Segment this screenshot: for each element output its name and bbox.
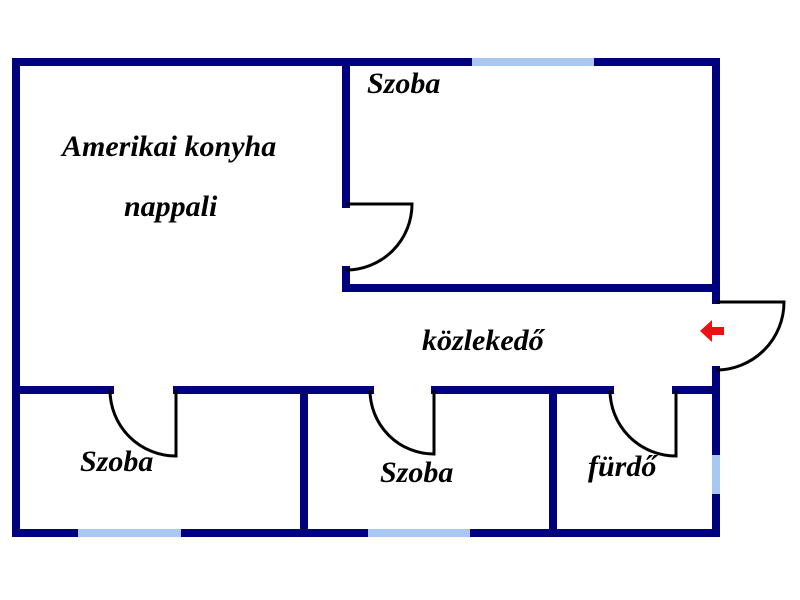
door-top-room: [345, 202, 414, 272]
windows: [78, 58, 720, 537]
arrow-left-icon: [700, 320, 724, 342]
door-bottom-middle-room: [368, 389, 436, 456]
door-entrance: [715, 300, 786, 372]
room-label-bottom-middle: Szoba: [380, 456, 453, 489]
room-label-hallway: közlekedő: [422, 324, 546, 357]
room-label-living-line1: Amerikai konyha: [60, 130, 276, 163]
room-label-top-right: Szoba: [367, 67, 440, 100]
door-bathroom: [608, 389, 678, 458]
room-label-living-line2: nappali: [124, 190, 218, 223]
walls: [12, 58, 720, 537]
room-label-bathroom: fürdő: [588, 450, 658, 483]
door-bottom-left-room: [108, 389, 178, 458]
room-label-bottom-left: Szoba: [80, 445, 153, 478]
doors: [108, 202, 786, 458]
